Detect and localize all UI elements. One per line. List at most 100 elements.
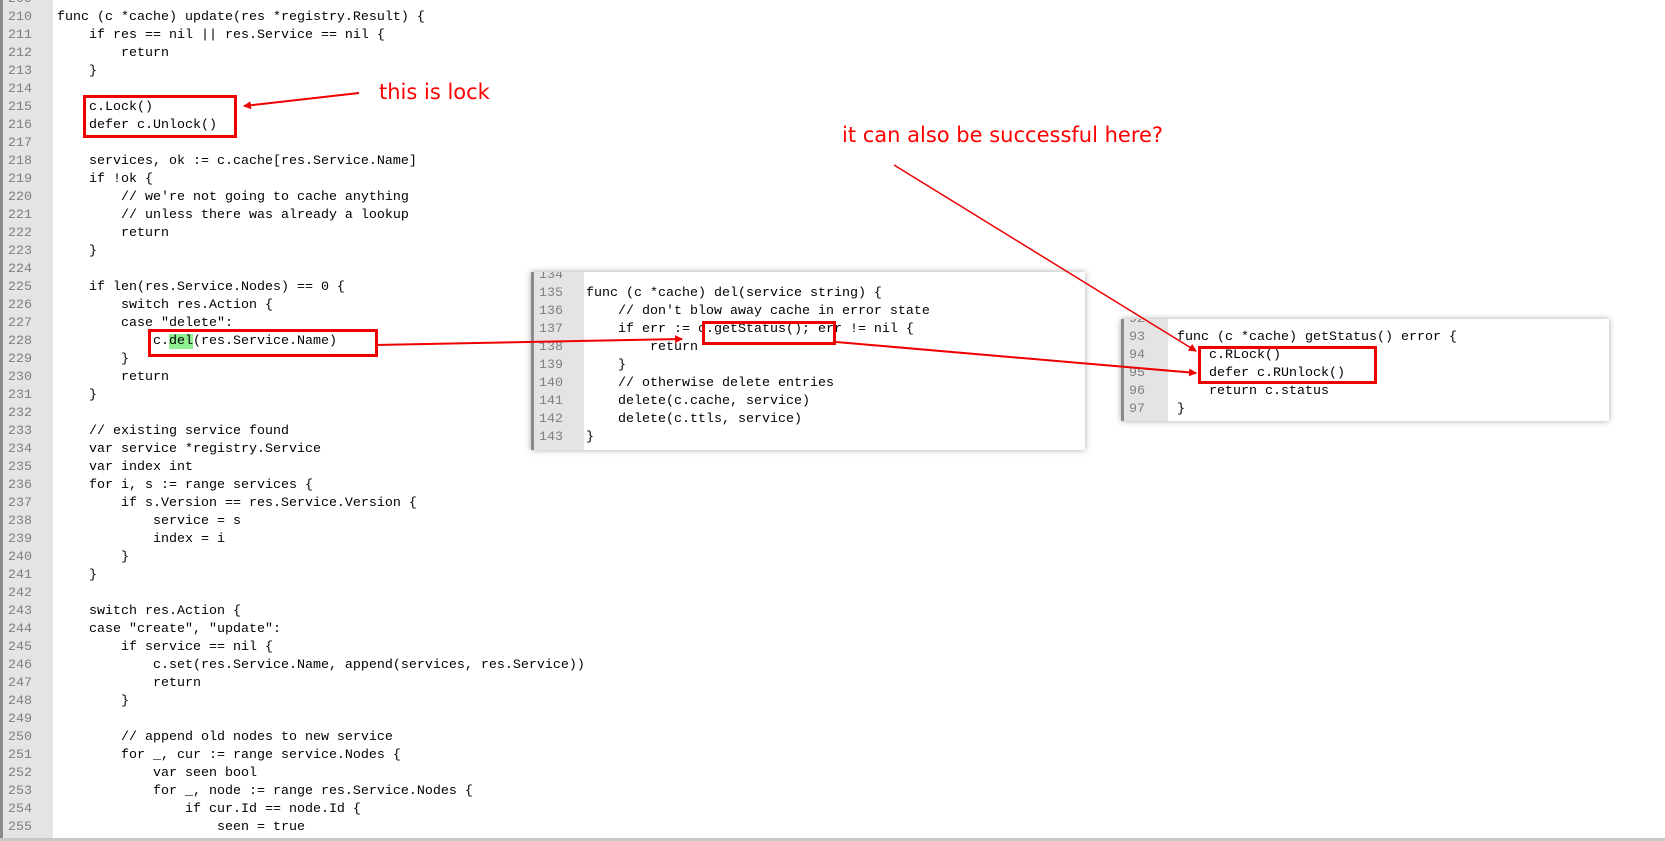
code-line: 231 } [0,387,1665,405]
code-line: 97} [1121,401,1609,419]
code-text: var service *registry.Service [57,441,321,459]
code-text: c.del(res.Service.Name) [57,333,337,351]
code-text-segment: var index int [57,460,193,475]
code-text: if service == nil { [57,639,273,657]
code-text: return [57,225,169,243]
code-text: // we're not going to cache anything [57,189,409,207]
code-text-segment: var seen bool [57,766,257,781]
code-text: // otherwise delete entries [586,375,834,393]
code-text-segment: if !ok { [57,172,153,187]
code-text-segment: return [57,226,169,241]
code-text-segment: } [586,430,594,445]
line-number: 221 [8,208,32,223]
line-number: 251 [8,748,32,763]
code-line: 228 c.del(res.Service.Name) [0,333,1665,351]
code-text-segment: services, ok := c.cache[res.Service.Name… [57,154,417,169]
line-number: 215 [8,100,32,115]
code-line: 250 // append old nodes to new service [0,729,1665,747]
code-line: 242 [0,585,1665,603]
code-text-segment: // existing service found [57,424,289,439]
code-text-segment: for i, s := range services { [57,478,313,493]
code-line: 245 if service == nil { [0,639,1665,657]
line-number-gutter [0,0,53,838]
line-number: 247 [8,676,32,691]
line-number: 228 [8,334,32,349]
line-number: 136 [539,304,563,319]
code-text: // unless there was already a lookup [57,207,409,225]
code-line: 248 } [0,693,1665,711]
line-number: 233 [8,424,32,439]
line-number: 245 [8,640,32,655]
code-text: service = s [57,513,241,531]
code-line: 240 } [0,549,1665,567]
code-line: 239 index = i [0,531,1665,549]
line-number: 138 [539,340,563,355]
line-number: 96 [1129,384,1145,399]
code-line: 252 var seen bool [0,765,1665,783]
line-number: 219 [8,172,32,187]
code-line: 209 [0,0,1665,9]
code-text: // append old nodes to new service [57,729,393,747]
line-number: 213 [8,64,32,79]
code-text-segment: for _, cur := range service.Nodes { [57,748,401,763]
code-line: 222 return [0,225,1665,243]
line-number: 252 [8,766,32,781]
code-line: 94 c.RLock() [1121,347,1609,365]
code-text-segment: return [586,340,698,355]
line-number: 211 [8,28,32,43]
line-number: 217 [8,136,32,151]
code-text: } [57,351,129,369]
line-number: 244 [8,622,32,637]
code-text: switch res.Action { [57,297,273,315]
code-text: if !ok { [57,171,153,189]
line-number: 231 [8,388,32,403]
line-number: 218 [8,154,32,169]
code-line: 226 switch res.Action { [0,297,1665,315]
code-text: case "create", "update": [57,621,281,639]
horizontal-scrollbar[interactable] [0,838,1665,841]
search-match-highlight: del [168,334,193,349]
code-text-segment: delete(c.ttls, service) [586,412,802,427]
code-line: 143} [531,429,1085,447]
code-text: if res == nil || res.Service == nil { [57,27,385,45]
code-text-segment: } [57,388,97,403]
code-text-segment: func (c *cache) del(service string) { [586,286,882,301]
code-line: 230 return [0,369,1665,387]
code-text: func (c *cache) del(service string) { [586,285,882,303]
code-text: func (c *cache) getStatus() error { [1177,329,1457,347]
code-line: 96 return c.status [1121,383,1609,401]
line-number: 227 [8,316,32,331]
line-number: 210 [8,10,32,25]
code-text-segment: } [57,694,129,709]
code-line: 225 if len(res.Service.Nodes) == 0 { [0,279,1665,297]
code-text: delete(c.cache, service) [586,393,810,411]
code-text-segment: func (c *cache) getStatus() error { [1177,330,1457,345]
code-text: return [57,45,169,63]
line-number: 212 [8,46,32,61]
arrow-getstatus-to-definition [835,341,1197,377]
line-number: 224 [8,262,32,277]
code-line: 216 defer c.Unlock() [0,117,1665,135]
code-line: 211 if res == nil || res.Service == nil … [0,27,1665,45]
code-text: } [57,387,97,405]
code-line: 212 return [0,45,1665,63]
code-text-segment: c.RLock() [1177,348,1281,363]
line-number: 142 [539,412,563,427]
code-text-segment: return c.status [1177,384,1329,399]
code-line: 251 for _, cur := range service.Nodes { [0,747,1665,765]
line-number: 241 [8,568,32,583]
line-number: 94 [1129,348,1145,363]
code-text: } [586,429,594,447]
code-text: delete(c.ttls, service) [586,411,802,429]
line-number: 220 [8,190,32,205]
line-number: 93 [1129,330,1145,345]
code-text-segment: if len(res.Service.Nodes) == 0 { [57,280,345,295]
lock-highlight-box [83,95,237,138]
line-number: 237 [8,496,32,511]
code-line: 241 } [0,567,1665,585]
code-text: for i, s := range services { [57,477,313,495]
code-text-segment: if service == nil { [57,640,273,655]
